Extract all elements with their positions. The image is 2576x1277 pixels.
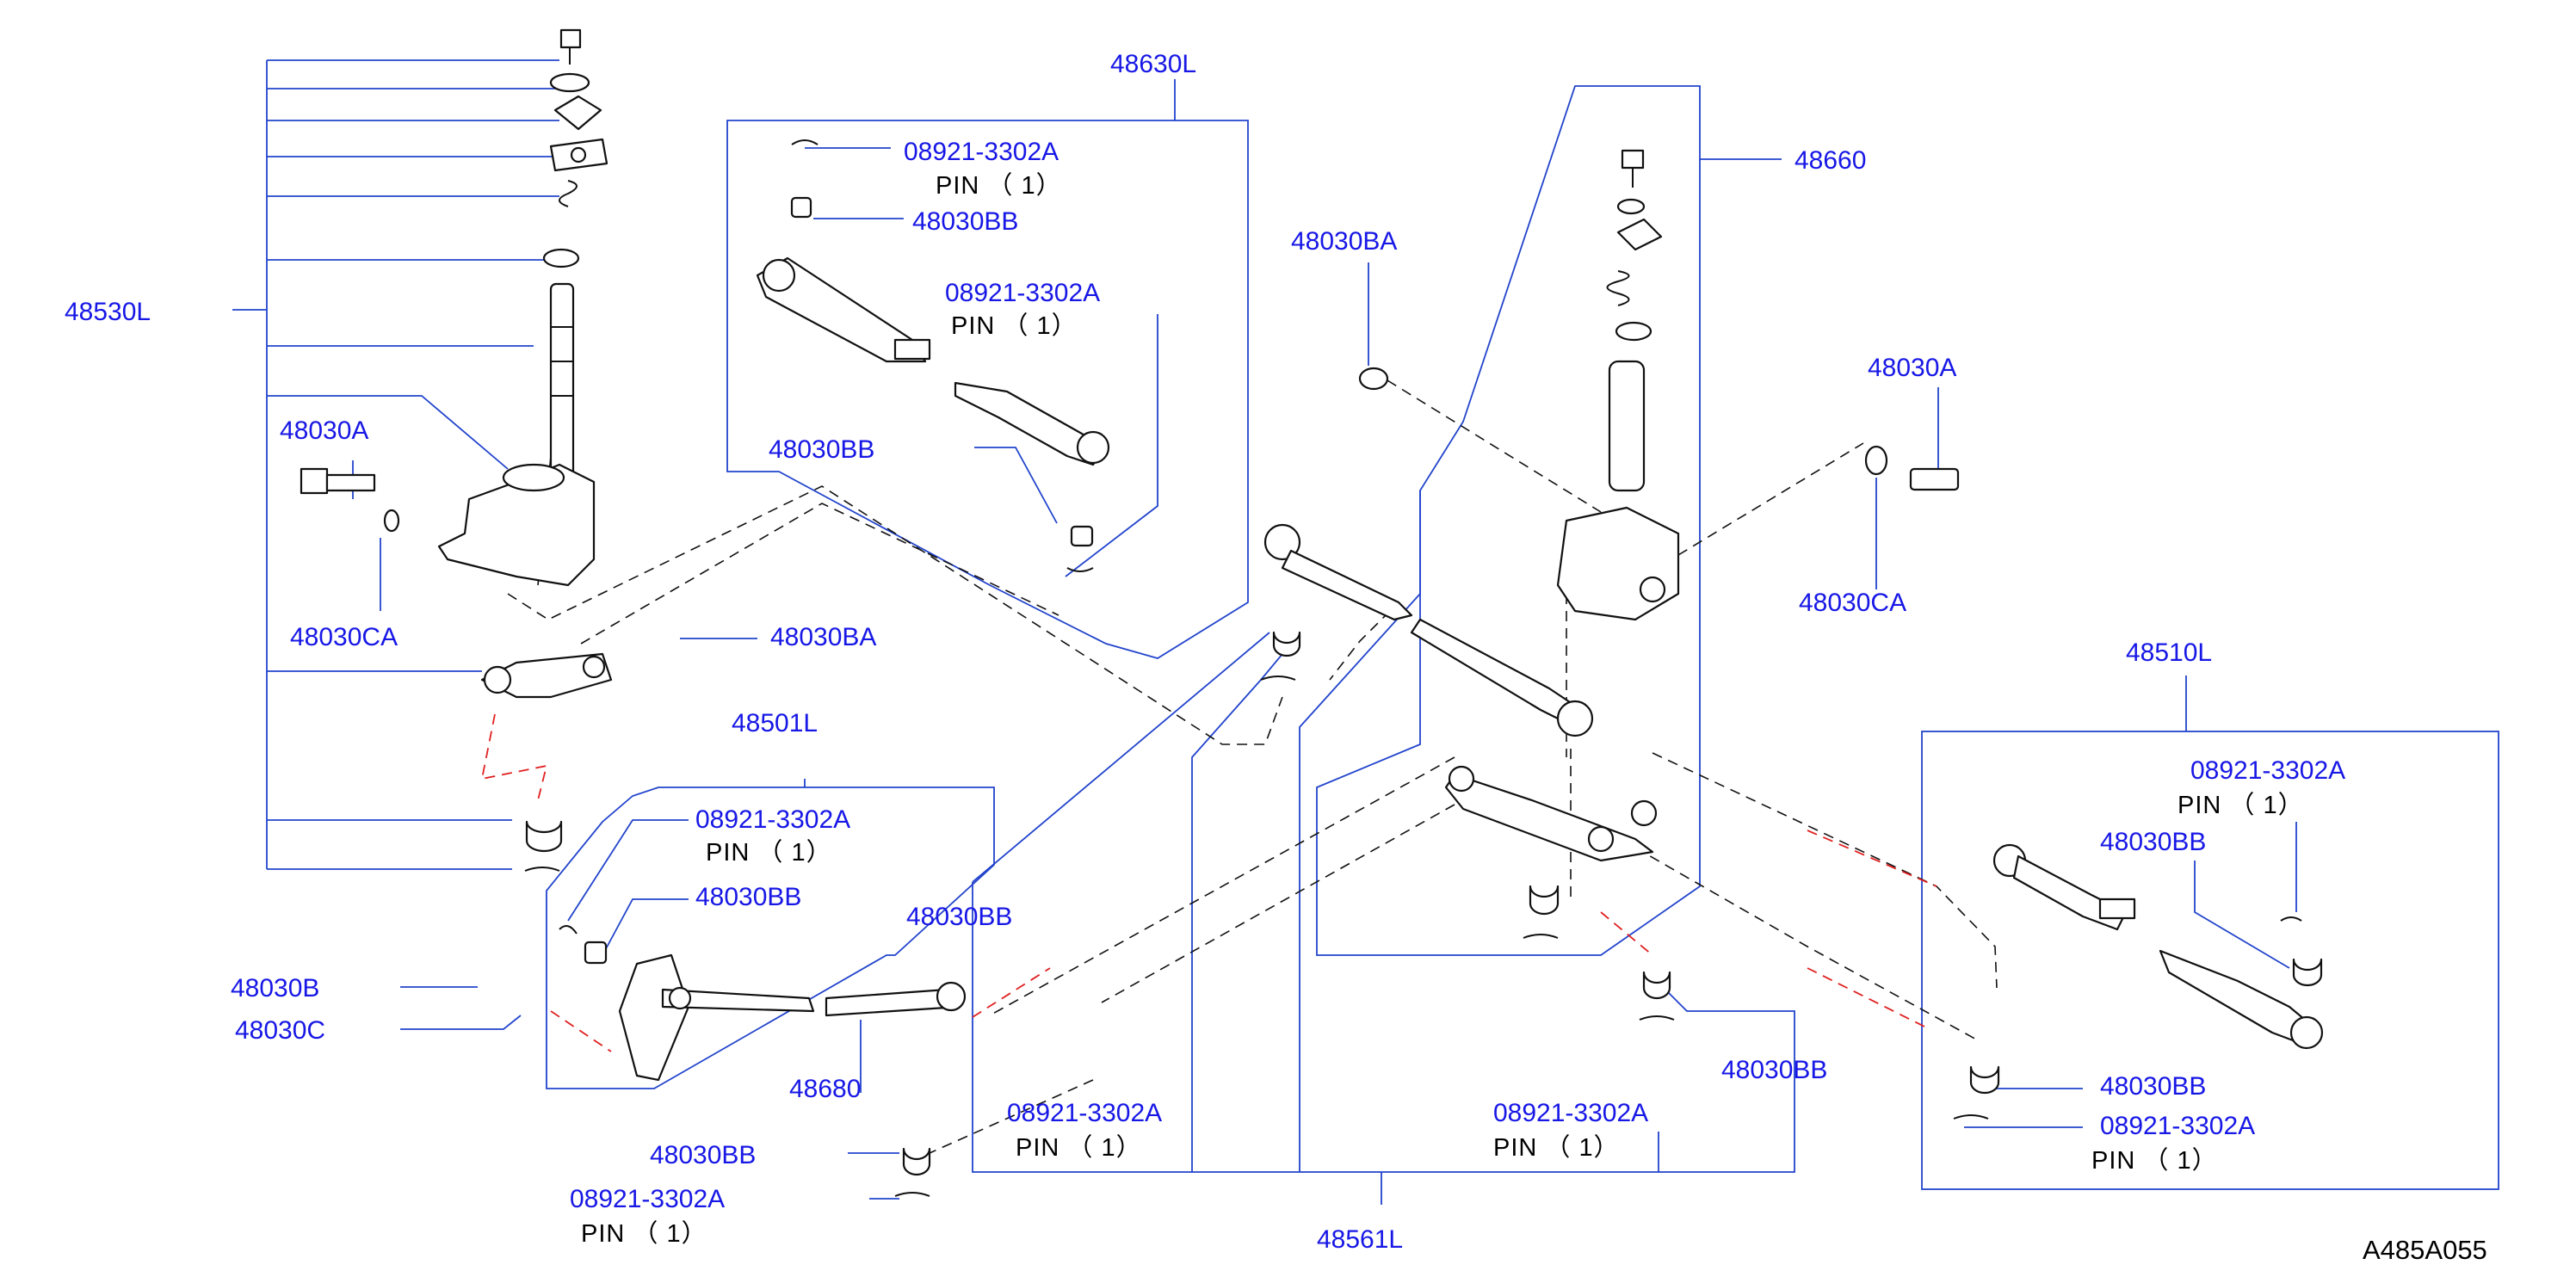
pin-label-mid: PIN （ 1）	[1016, 1134, 1142, 1162]
pin-label-510a: PIN （ 1）	[2178, 792, 2304, 819]
label-48030A-left: 48030A	[280, 416, 368, 445]
label-48630L: 48630L	[1110, 50, 1196, 78]
bracket-48561L	[972, 490, 1795, 1205]
box-48660	[1316, 85, 1701, 956]
label-48030CA-left: 48030CA	[290, 623, 398, 651]
tie-rod-48630L	[756, 139, 1110, 572]
pin-label-630a: PIN （ 1）	[936, 172, 1062, 200]
parts	[300, 28, 2324, 1197]
label-08921-630a: 08921-3302A	[904, 138, 1059, 166]
pin-label-501: PIN （ 1）	[706, 839, 832, 867]
label-48030BA-right: 48030BA	[1291, 227, 1397, 256]
tie-rod-48510L	[1953, 843, 2324, 1120]
left-idler-arm-stack	[300, 28, 613, 872]
label-48030CA-right: 48030CA	[1799, 589, 1906, 617]
assembly-boxes	[546, 85, 2499, 1190]
label-48561L: 48561L	[1317, 1225, 1403, 1254]
label-48030BB-630b: 48030BB	[769, 435, 874, 464]
right-idler-arm-stack	[1358, 149, 1960, 621]
label-48501L: 48501L	[732, 709, 818, 737]
label-48510L: 48510L	[2126, 638, 2212, 667]
center-lines	[507, 379, 1998, 1154]
label-48680: 48680	[789, 1075, 861, 1103]
pin-label-510b: PIN （ 1）	[2091, 1147, 2218, 1175]
label-08921-501: 08921-3302A	[695, 805, 850, 834]
label-08921-510b: 08921-3302A	[2100, 1112, 2255, 1140]
label-08921-mid: 08921-3302A	[1007, 1099, 1162, 1127]
label-08921-510a: 08921-3302A	[2190, 756, 2345, 785]
label-48030BB-510a: 48030BB	[2100, 828, 2206, 856]
label-48030BB-mid: 48030BB	[906, 903, 1012, 931]
drawing-code: A485A055	[2363, 1235, 2487, 1265]
red-dashed-lines	[480, 713, 1937, 1052]
pin-label-630b: PIN （ 1）	[951, 312, 1078, 340]
label-48030C: 48030C	[235, 1016, 325, 1045]
center-link	[1260, 523, 1675, 1021]
label-08921-bottom-left: 08921-3302A	[570, 1185, 725, 1213]
part-labels: 48530L 48030A 48030CA 48030BA 48501L 089…	[65, 50, 2487, 1265]
label-48030B: 48030B	[231, 974, 319, 1002]
box-48630L	[726, 120, 1249, 659]
label-48030BB-right-mid: 48030BB	[1721, 1056, 1827, 1084]
label-48030BB-510b: 48030BB	[2100, 1072, 2206, 1101]
label-48030BB-501: 48030BB	[695, 883, 801, 911]
label-48030A-right: 48030A	[1868, 354, 1956, 382]
label-48530L: 48530L	[65, 298, 151, 326]
label-48030BA-left: 48030BA	[770, 623, 876, 651]
label-48660: 48660	[1795, 146, 1866, 175]
label-08921-right-mid: 08921-3302A	[1493, 1099, 1648, 1127]
label-48030BB-630a: 48030BB	[912, 207, 1018, 236]
bracket-48530L	[232, 59, 559, 870]
label-08921-630b: 08921-3302A	[945, 279, 1100, 307]
pin-label-right-mid: PIN （ 1）	[1493, 1134, 1620, 1162]
box-48510L	[1921, 731, 2499, 1190]
label-48030BB-bottom-left: 48030BB	[650, 1141, 756, 1169]
pin-label-bottom-left: PIN （ 1）	[581, 1220, 707, 1248]
box-48501L	[546, 787, 995, 1089]
tie-rod-48680	[559, 925, 967, 1197]
leader-lines	[352, 79, 2297, 1200]
